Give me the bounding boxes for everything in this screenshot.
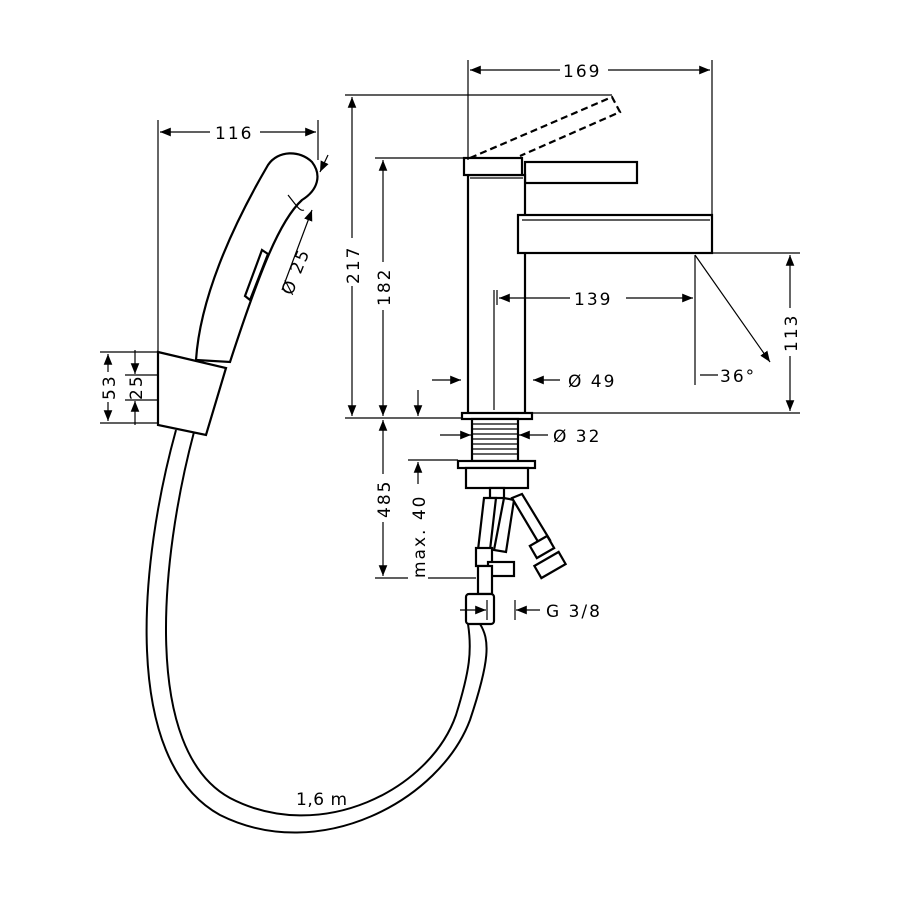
dim-hose-length: 1,6 m	[296, 790, 348, 810]
dim-diameter-32: Ø 32	[553, 427, 601, 447]
body-cap	[462, 156, 524, 177]
faucet	[456, 95, 714, 626]
dimension-labels: 169 116 217 182 Ø 25 139 113 36° Ø 49 Ø …	[98, 60, 802, 810]
hand-shower-set	[145, 152, 488, 834]
lever	[523, 160, 639, 185]
extension-lines	[100, 60, 800, 579]
dim-169: 169	[563, 62, 601, 82]
lever-open-position	[469, 95, 622, 160]
dim-182: 182	[375, 268, 395, 306]
hose-connector	[464, 592, 496, 626]
dim-113: 113	[782, 314, 802, 352]
dim-485: 485	[375, 480, 395, 518]
dim-217: 217	[344, 246, 364, 284]
mounting-plate	[464, 466, 530, 490]
dim-116: 116	[215, 124, 253, 144]
shower-hose	[145, 429, 488, 834]
dim-53: 53	[100, 374, 120, 400]
shower-trigger	[243, 248, 270, 302]
dim-25: 25	[127, 374, 147, 400]
dim-g-3-8: G 3/8	[546, 602, 602, 622]
dim-max-40: max. 40	[410, 495, 430, 578]
dim-angle-36: 36°	[720, 367, 756, 387]
dim-139: 139	[574, 290, 612, 310]
dim-diameter-25: Ø 25	[278, 245, 315, 297]
shower-holder	[156, 350, 228, 437]
spout	[516, 213, 714, 255]
thread-shank	[470, 417, 520, 463]
dim-diameter-49: Ø 49	[568, 372, 616, 392]
